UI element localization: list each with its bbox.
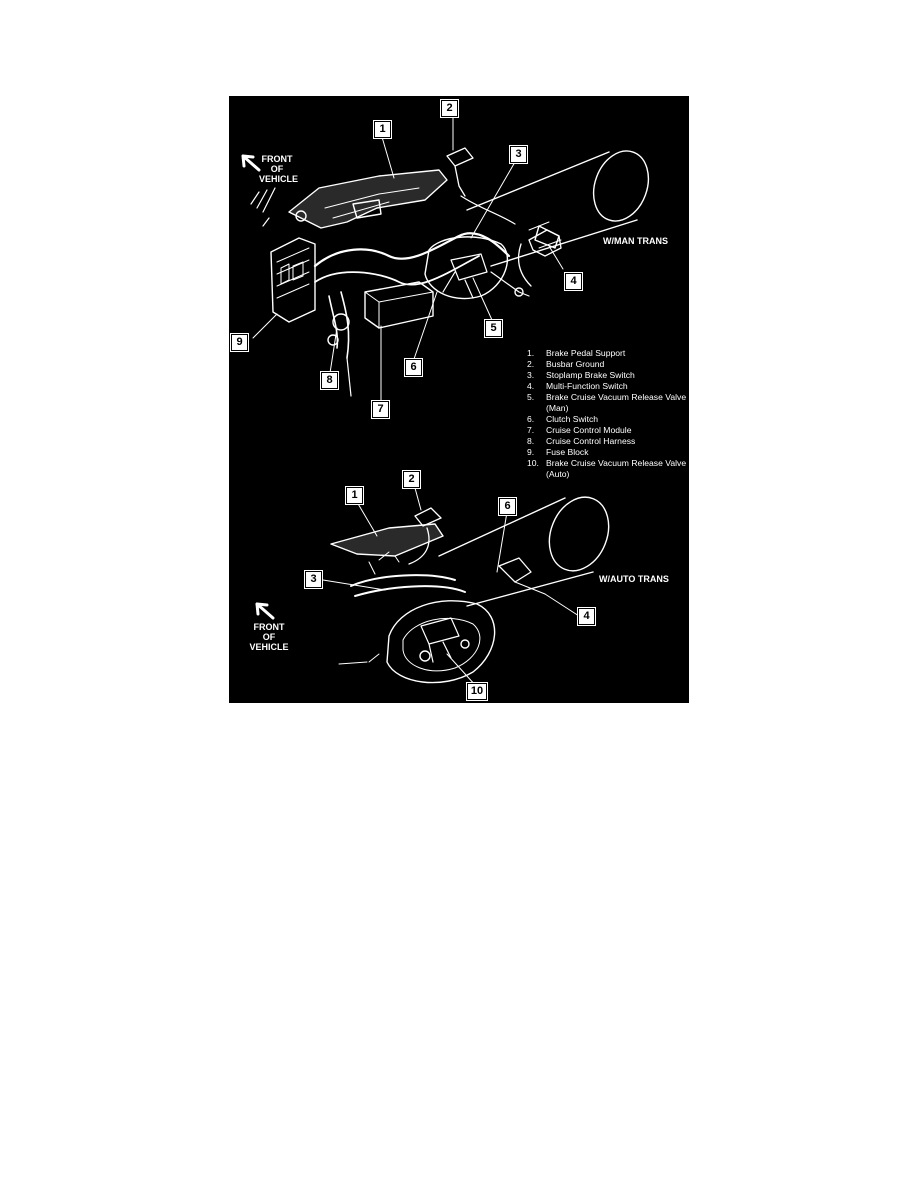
busbar-ground-bottom [408,507,442,565]
legend-item: 9.Fuse Block [527,447,589,457]
wire-bundle-bottom [350,574,466,597]
callout-6: 6 [405,359,422,376]
legend-item: 1.Brake Pedal Support [527,348,626,358]
front-label-line: OF [270,164,284,174]
switch-cluster-man [424,236,530,300]
front-of-vehicle-label-bottom: FRONT OF VEHICLE [247,622,291,652]
callout-2: 2 [441,100,458,117]
callout-6-bottom: 6 [499,498,516,515]
trans-label-man: W/MAN TRANS [603,236,668,246]
cruise-control-figure: FRONT OF VEHICLE W/MAN TRANS 1 2 3 4 5 6… [229,96,689,703]
legend-item: 6.Clutch Switch [527,414,599,424]
callout-1-bottom: 1 [346,487,363,504]
busbar-ground [446,147,474,197]
front-arrow-icon [241,154,261,172]
legend-item: 4.Multi-Function Switch [527,381,628,391]
trans-label-auto: W/AUTO TRANS [599,574,669,584]
front-label-line: FRONT [253,622,285,632]
pedal-support [288,169,448,229]
front-arrow-icon-bottom [255,602,275,620]
legend-item: 2.Busbar Ground [527,359,605,369]
front-label-line: FRONT [261,154,293,164]
front-label-line: OF [262,632,276,642]
callout-5: 5 [485,320,502,337]
callout-9: 9 [231,334,248,351]
steering-column-man [466,150,650,267]
callout-2-bottom: 2 [403,471,420,488]
callout-7: 7 [372,401,389,418]
callout-4: 4 [565,273,582,290]
multifunction-switch [517,229,562,287]
legend-item: 7.Cruise Control Module [527,425,632,435]
front-label-line: VEHICLE [259,174,299,184]
cruise-harness [313,232,511,268]
legend-item: 3.Stoplamp Brake Switch [527,370,635,380]
callout-8: 8 [321,372,338,389]
pedal-support-bottom [330,523,444,557]
legend-item: 5.Brake Cruise Vacuum Release Valve (Man… [527,392,687,413]
legend-item: 10.Brake Cruise Vacuum Release Valve (Au… [527,458,687,479]
callout-3: 3 [510,146,527,163]
switch-cluster-auto [338,600,496,684]
front-label-line: VEHICLE [249,642,289,652]
front-of-vehicle-label: FRONT OF VEHICLE [259,154,299,184]
component-illustration [241,117,650,687]
callout-4-bottom: 4 [578,608,595,625]
fuse-block [270,237,316,323]
legend-item: 8.Cruise Control Harness [527,436,636,446]
motion-lines [250,187,276,227]
cruise-control-module [364,281,434,329]
leader-lines-bottom [322,487,580,687]
steering-column-auto [438,496,610,607]
leader-lines-top [252,117,564,401]
parts-legend: 1.Brake Pedal Support 2.Busbar Ground 3.… [527,348,687,480]
callout-3-bottom: 3 [305,571,322,588]
callout-1: 1 [374,121,391,138]
callout-10-bottom: 10 [467,683,487,700]
